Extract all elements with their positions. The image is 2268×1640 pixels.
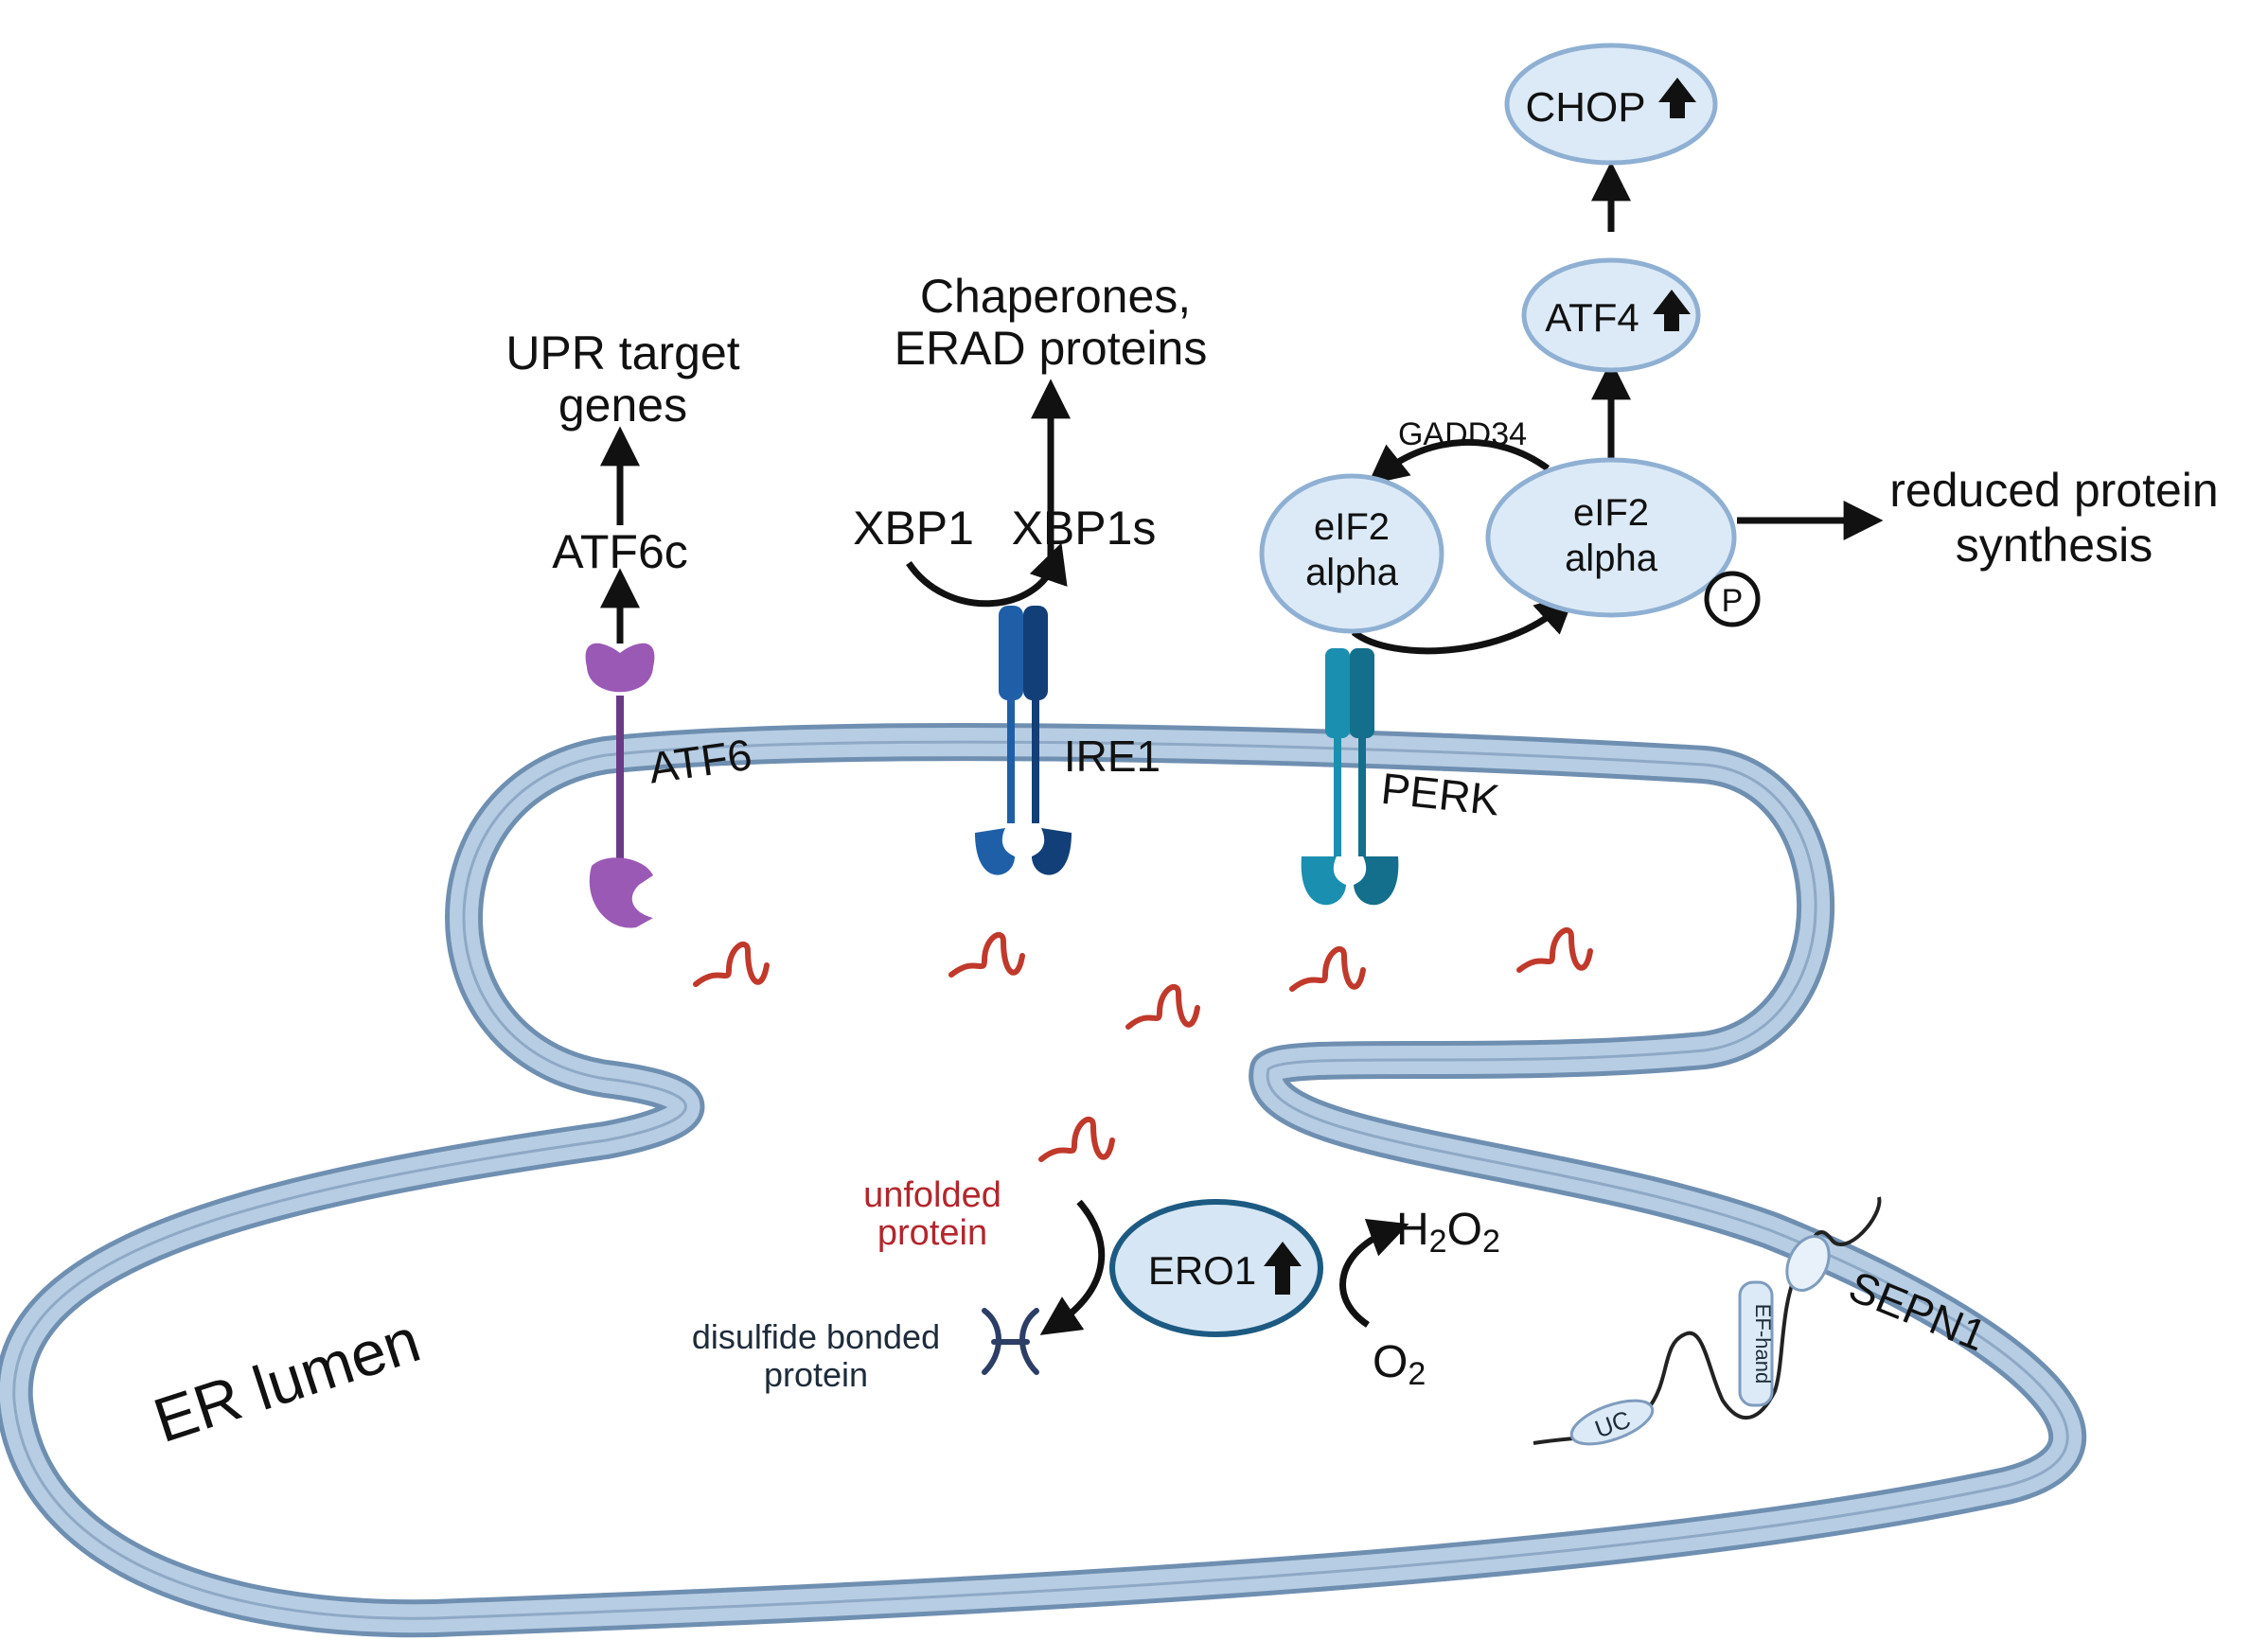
- h2o2-label: H2O2: [1396, 1205, 1500, 1260]
- ire1-receptor: [975, 606, 1072, 875]
- er-membrane: [0, 723, 2087, 1638]
- chop-label: CHOP: [1525, 84, 1645, 131]
- squiggle: [1289, 946, 1366, 992]
- eif2p-label-line1: eIF2: [1573, 492, 1649, 534]
- eif2-label-line1: eIF2: [1314, 506, 1390, 548]
- squiggle: [693, 942, 770, 987]
- atf4-node: ATF4: [1521, 257, 1701, 373]
- reduced-protein-line1: reduced protein: [1889, 464, 2218, 517]
- squiggle: [1038, 1117, 1115, 1162]
- xbp1-label: XBP1: [853, 502, 974, 555]
- ire1-label: IRE1: [1064, 732, 1161, 781]
- eif2p-label-line2: alpha: [1565, 538, 1658, 579]
- gadd34-label: GADD34: [1398, 416, 1527, 452]
- up-arrow-icon: [1264, 1242, 1302, 1295]
- eif2-alpha-node: eIF2 alpha: [1259, 473, 1444, 634]
- unfolded-protein-line1: unfolded: [863, 1175, 1001, 1215]
- ef-hand-label: EF-hand: [1751, 1304, 1775, 1384]
- up-arrow-icon: [1653, 290, 1691, 331]
- sepn1-label: SEPN1: [1842, 1261, 1993, 1361]
- chaperones-line1: Chaperones,: [920, 270, 1191, 323]
- perk-receptor: [1301, 648, 1399, 906]
- xbp1s-label: XBP1s: [1012, 502, 1157, 555]
- unfolded-protein-line2: protein: [877, 1213, 987, 1253]
- disulfide-bond-icon: [982, 1308, 1039, 1375]
- atf6c-label: ATF6c: [552, 525, 688, 578]
- upr-target-line1: UPR target: [505, 326, 739, 379]
- squiggle: [1125, 984, 1200, 1030]
- o2-label: O2: [1373, 1337, 1426, 1392]
- ero1-label: ERO1: [1148, 1248, 1256, 1293]
- reduced-protein-line2: synthesis: [1956, 519, 2153, 572]
- chop-node: CHOP: [1504, 43, 1718, 166]
- eif2-label-line2: alpha: [1305, 552, 1399, 593]
- atf6-receptor: [585, 643, 655, 928]
- sepn1-protein: UC EF-hand: [1533, 1196, 1882, 1446]
- phosphate-icon: [1704, 571, 1761, 627]
- upr-target-line2: genes: [558, 379, 687, 432]
- up-arrow-icon: [1658, 78, 1696, 118]
- disulfide-line2: protein: [764, 1355, 868, 1394]
- squiggle: [948, 932, 1025, 978]
- chaperones-line2: ERAD proteins: [895, 322, 1208, 375]
- ero1-node: ERO1: [1109, 1199, 1323, 1337]
- eif2-alpha-phospho-node: eIF2 alpha P: [1485, 457, 1761, 627]
- atf4-label: ATF4: [1545, 295, 1639, 340]
- squiggle: [1516, 927, 1593, 973]
- arrows: [600, 161, 1884, 1335]
- disulfide-line1: disulfide bonded: [692, 1317, 940, 1356]
- unfolded-protein-squiggles: [693, 927, 1593, 1162]
- phospho-label: P: [1722, 583, 1744, 619]
- er-lumen-label: ER lumen: [146, 1304, 428, 1455]
- perk-label: PERK: [1379, 764, 1502, 825]
